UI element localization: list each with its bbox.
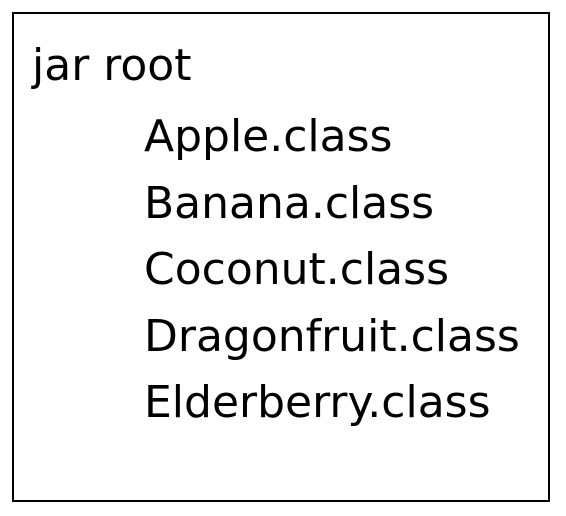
class-file-entry: Coconut.class [144, 244, 449, 295]
class-file-entry: Apple.class [144, 111, 393, 162]
jar-root-label: jar root [32, 40, 192, 91]
class-file-list: Apple.class Banana.class Coconut.class D… [144, 104, 520, 437]
class-file-entry: Elderberry.class [144, 377, 491, 428]
jar-tree-frame: jar root Apple.class Banana.class Coconu… [12, 12, 550, 502]
class-file-entry: Dragonfruit.class [144, 310, 520, 362]
class-file-entry: Banana.class [144, 177, 435, 229]
